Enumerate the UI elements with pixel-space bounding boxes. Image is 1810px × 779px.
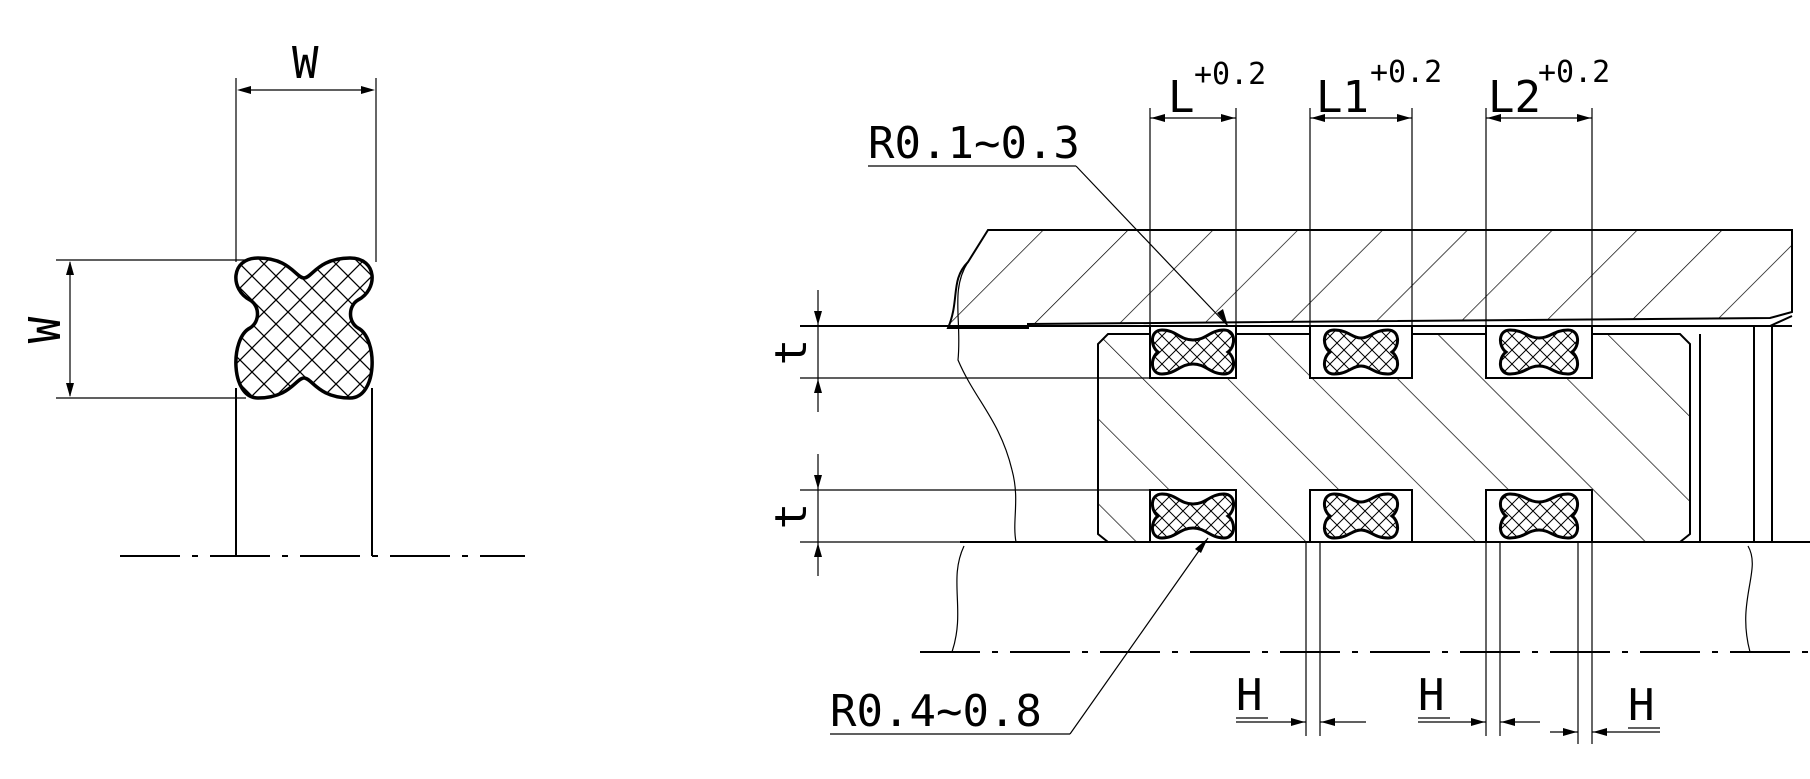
x-ring-section-large (234, 256, 374, 400)
left-dim-arrow-top-left (237, 86, 251, 94)
dim-L2-label: L2 (1488, 72, 1541, 123)
land-1-arrow-left (1291, 718, 1305, 726)
left-dim-arrow-side-bottom (66, 383, 74, 397)
dim-L2-tolerance: +0.2 (1538, 55, 1610, 90)
depth-upper-label: t (766, 339, 817, 366)
radius-bottom-arrow (1195, 538, 1208, 553)
depth-lower-arrow-top (814, 475, 822, 489)
land-1-arrow-right (1321, 718, 1335, 726)
radius-bottom-leader (1069, 537, 1209, 735)
land-3-label: H (1628, 680, 1655, 731)
x-ring-lower-1 (1151, 492, 1235, 540)
dim-L2-arrow-right (1577, 114, 1591, 122)
left-width-label-side: W (20, 316, 71, 343)
x-ring-upper-2 (1323, 328, 1399, 376)
break-line-bottom-left (951, 545, 965, 653)
depth-lower-arrow-bottom (814, 543, 822, 557)
dim-L1-arrow-right (1397, 114, 1411, 122)
land-3-arrow-right (1593, 728, 1607, 736)
left-dim-arrow-side-top (66, 261, 74, 275)
dim-L2-arrow-left (1487, 114, 1501, 122)
land-1-label: H (1236, 670, 1263, 721)
right-view: L +0.2 L1 +0.2 L2 +0.2 R0.1~0.3 R0.4~0.8 (766, 55, 1810, 744)
break-line-bottom-right (1745, 545, 1753, 653)
radius-top-label: R0.1~0.3 (868, 118, 1080, 169)
dim-L1-tolerance: +0.2 (1370, 55, 1442, 90)
dim-L1-arrow-left (1311, 114, 1325, 122)
lower-x-rings (1151, 492, 1579, 540)
x-ring-lower-2 (1323, 492, 1399, 540)
depth-upper-arrow-bottom (814, 379, 822, 393)
dim-L-arrow-right (1221, 114, 1235, 122)
depth-upper-arrow-top (814, 311, 822, 325)
x-ring-lower-3 (1499, 492, 1579, 540)
left-view: W W (20, 38, 525, 557)
dim-L-tolerance: +0.2 (1194, 57, 1266, 92)
depth-lower-label: t (766, 503, 817, 530)
left-width-label-top: W (292, 38, 319, 89)
land-2-arrow-left (1471, 718, 1485, 726)
left-dim-arrow-top-right (361, 86, 375, 94)
x-ring-upper-3 (1499, 328, 1579, 376)
radius-top-leader (1075, 165, 1229, 327)
dim-L-arrow-left (1151, 114, 1165, 122)
radius-top-arrow (1217, 309, 1228, 326)
radius-bottom-label: R0.4~0.8 (830, 686, 1042, 737)
x-ring-upper-1 (1151, 328, 1235, 376)
dim-L-label: L (1168, 72, 1195, 123)
housing-section (946, 229, 1793, 329)
dim-L1-label: L1 (1316, 72, 1369, 123)
land-2-label: H (1418, 670, 1445, 721)
land-2-arrow-right (1501, 718, 1515, 726)
upper-x-rings (1151, 328, 1579, 376)
land-3-arrow-left (1563, 728, 1577, 736)
housing-step-line (1769, 315, 1793, 327)
break-line-left (957, 261, 1017, 543)
